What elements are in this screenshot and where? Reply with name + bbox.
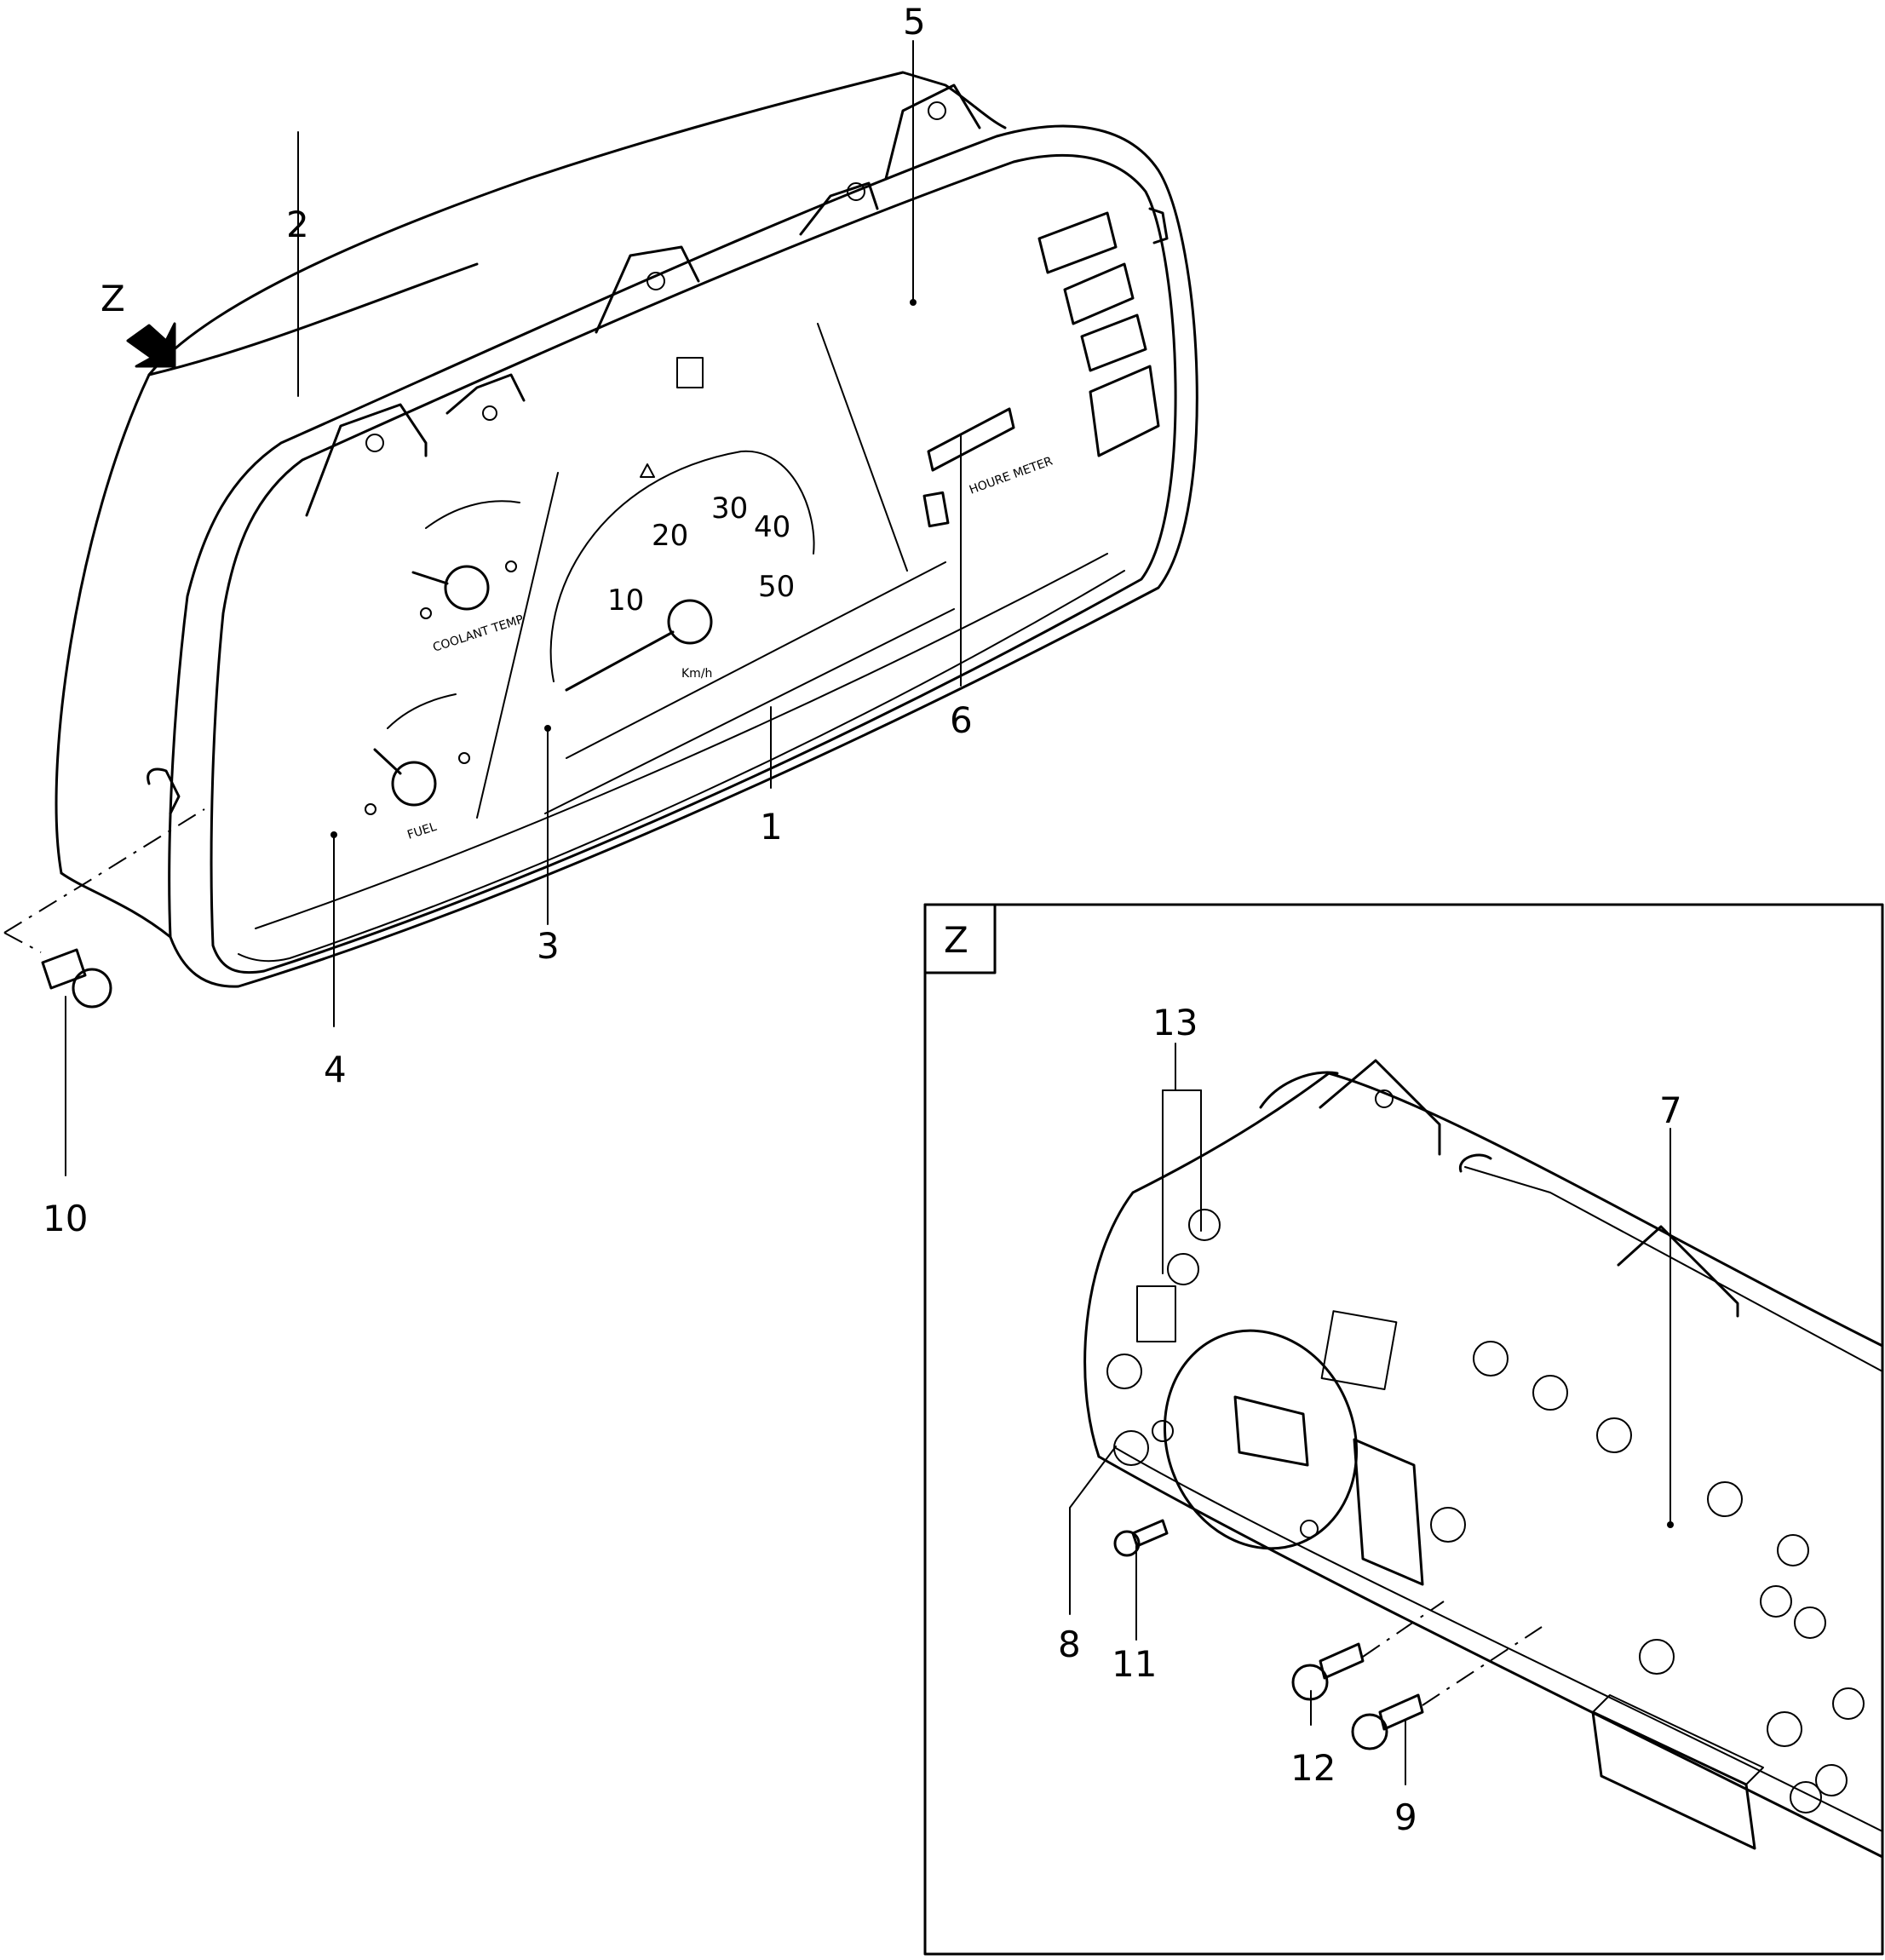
callout-9: 9 — [1394, 1796, 1417, 1838]
warning-lamps — [676, 211, 1160, 457]
coolant-gauge: COOLANT TEMP — [411, 500, 526, 655]
meter-back — [1163, 1329, 1359, 1550]
inset-label: Z — [944, 919, 968, 961]
coolant-label: COOLANT TEMP — [431, 612, 525, 654]
fuel-label: FUEL — [405, 820, 438, 842]
screw-9 — [1351, 1693, 1424, 1750]
inset-frame — [923, 903, 1884, 1956]
bezel-outer — [168, 124, 1198, 988]
callout-13: 13 — [1152, 1002, 1198, 1043]
callout-7: 7 — [1659, 1089, 1682, 1131]
hour-meter: HOURE METER — [922, 407, 1055, 528]
leaders-main — [65, 40, 962, 1176]
speedo-hub — [667, 599, 713, 645]
callout-8: 8 — [1058, 1624, 1081, 1665]
bezel-inner — [210, 153, 1177, 974]
screw-11 — [1113, 1519, 1169, 1557]
visor-hood — [55, 71, 1007, 875]
instrument-cluster: COOLANT TEMP FUEL 10 20 30 40 50 Km/h — [3, 71, 1198, 1009]
connector-block-b — [1591, 1710, 1756, 1850]
hour-meter-label: HOURE METER — [968, 454, 1055, 497]
speedometer: 10 20 30 40 50 Km/h — [549, 450, 815, 692]
tick-30: 30 — [711, 491, 748, 526]
screw-12 — [1291, 1642, 1365, 1701]
tick-50: 50 — [758, 570, 795, 604]
callout-2: 2 — [286, 204, 309, 245]
view-z-label: Z — [101, 278, 125, 319]
centerline-10 — [3, 808, 205, 934]
leaders-inset — [1069, 1043, 1674, 1785]
connector-block-a — [1353, 1438, 1424, 1586]
callout-1: 1 — [760, 806, 783, 848]
tick-10: 10 — [607, 583, 644, 618]
inset-label-box — [923, 903, 997, 974]
fuel-gauge: FUEL — [365, 693, 470, 842]
callout-6: 6 — [950, 699, 973, 741]
inset-view-z: Z — [923, 903, 1884, 1956]
callout-4: 4 — [324, 1049, 347, 1090]
callout-10: 10 — [43, 1198, 88, 1239]
speed-unit: Km/h — [681, 667, 712, 681]
screw-10 — [41, 948, 112, 1009]
callout-12: 12 — [1290, 1747, 1336, 1789]
tick-40: 40 — [754, 510, 790, 544]
callout-3: 3 — [537, 925, 560, 967]
callout-5: 5 — [903, 1, 926, 43]
callout-11: 11 — [1112, 1643, 1157, 1685]
tick-20: 20 — [652, 519, 688, 553]
rear-housing — [1083, 1072, 1884, 1458]
speedo-needle — [565, 630, 675, 692]
bulb-sockets — [1106, 1209, 1865, 1813]
mounting-tabs — [147, 83, 1169, 815]
view-z-arrow: Z — [101, 278, 176, 368]
